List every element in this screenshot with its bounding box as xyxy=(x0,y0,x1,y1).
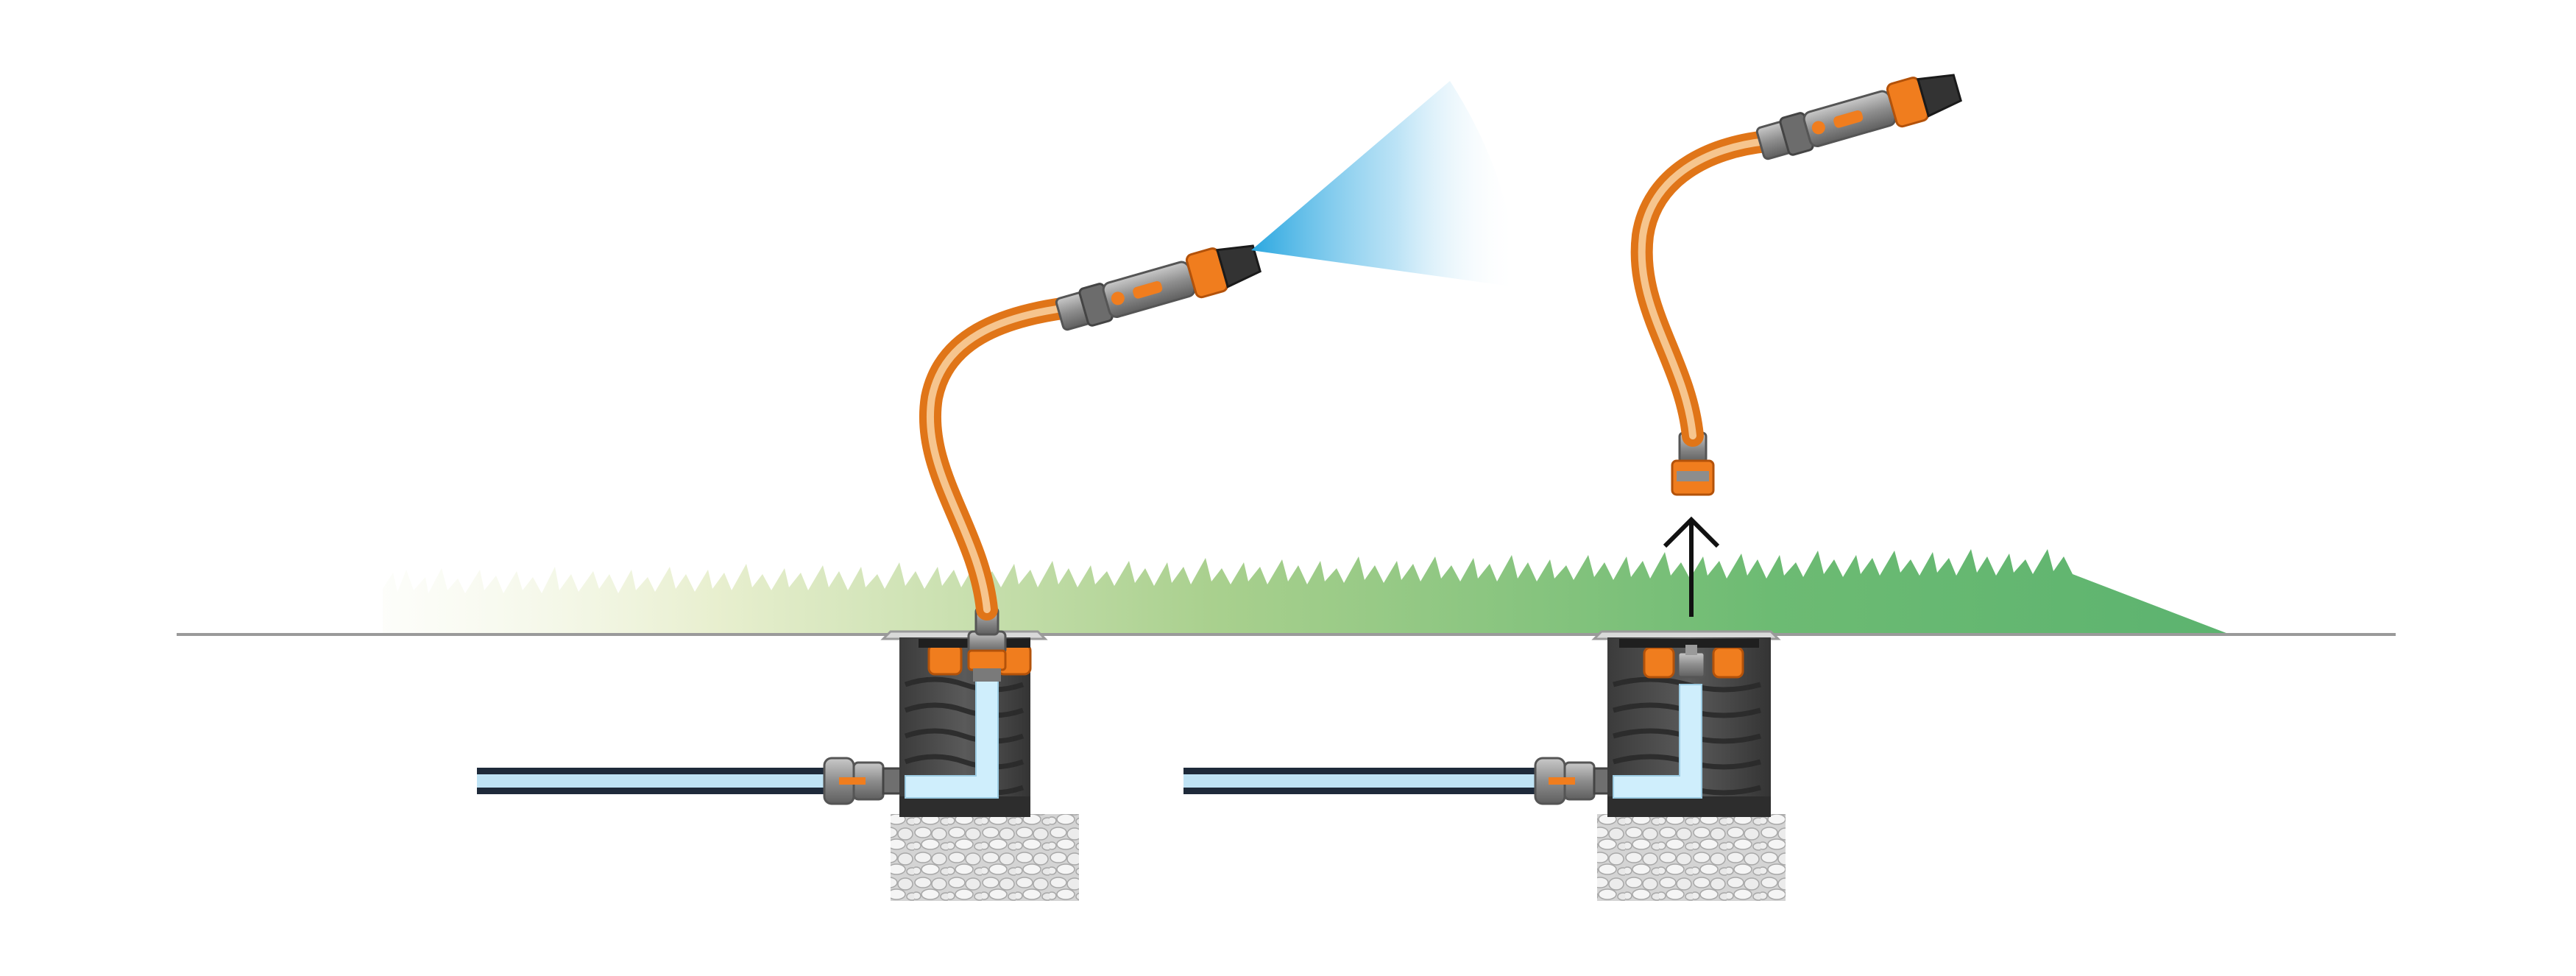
water-socket-box-right xyxy=(1591,630,1781,817)
scene-disconnected xyxy=(1183,74,1962,901)
gravel-bed-right xyxy=(1597,814,1786,901)
pipe-connector-right xyxy=(1534,757,1618,805)
scene-connected xyxy=(477,81,1516,901)
water-spray-icon xyxy=(1251,81,1516,287)
hose-connector-detached xyxy=(1671,431,1715,496)
up-arrow-icon xyxy=(1663,516,1720,617)
supply-pipe-right xyxy=(1183,768,1537,794)
gravel-bed-left xyxy=(891,814,1079,901)
supply-pipe-left xyxy=(477,768,845,794)
spray-nozzle-icon xyxy=(1055,244,1262,331)
grass-band xyxy=(383,549,2230,634)
pipe-connector-left xyxy=(823,757,907,805)
spray-nozzle-icon xyxy=(1755,74,1962,160)
hose-connector-plugged xyxy=(967,607,1007,682)
garden-hose-right xyxy=(1630,130,1777,447)
water-socket-box-left xyxy=(880,630,1048,817)
